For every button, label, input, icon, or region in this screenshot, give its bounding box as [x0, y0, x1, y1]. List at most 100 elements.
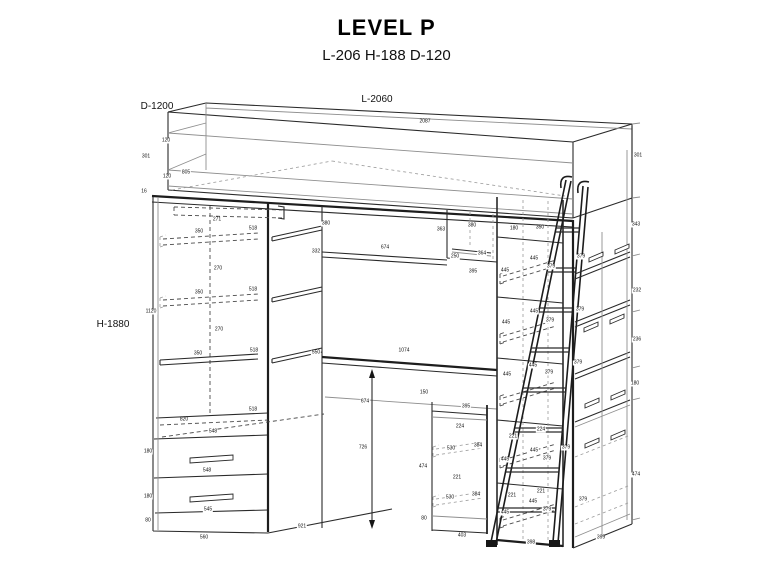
dimension-label: 224	[535, 426, 547, 433]
dimension-label: 379	[543, 369, 555, 376]
drawer-handle	[189, 493, 234, 503]
dimension-label: 2087	[418, 118, 432, 125]
dimension-label: 379	[544, 317, 556, 324]
dimension-label: 301	[140, 153, 152, 160]
dimension-ticks	[631, 122, 641, 521]
dimension-label: 550	[310, 349, 322, 356]
shelf-support	[609, 313, 625, 325]
shelf-support	[583, 321, 599, 333]
dimension-label: 301	[632, 152, 644, 159]
dimension-label: 236	[631, 336, 643, 343]
dimension-label: 224	[454, 423, 466, 430]
dimension-label: 180	[508, 225, 520, 232]
dimension-label: 379	[577, 496, 589, 503]
dimension-label: 120	[160, 137, 172, 144]
under-desk-cabinet	[431, 402, 488, 534]
dimension-label: 518	[247, 406, 259, 413]
dimension-label: 445	[499, 509, 511, 516]
dimension-label: 445	[528, 308, 540, 315]
page-subtitle: L-206 H-188 D-120	[322, 47, 451, 64]
dimension-label: 384	[470, 491, 482, 498]
dimension-label: 805	[180, 169, 192, 176]
dimension-label: 445	[527, 498, 539, 505]
dimension-label: 80	[144, 517, 152, 524]
dimension-label: 674	[379, 244, 391, 251]
page-title: LEVEL P	[337, 15, 436, 40]
dimension-label: 379	[541, 506, 553, 513]
shelf-support	[588, 251, 604, 263]
dimension-label: 343	[630, 221, 642, 228]
dimension-label: 380	[466, 222, 478, 229]
drawer-handle	[189, 454, 234, 464]
dimension-label: 380	[320, 220, 332, 227]
dimension-label: 150	[418, 389, 430, 396]
dimension-label: 399	[595, 534, 607, 541]
dimension-label: 726	[357, 444, 369, 451]
dimension-label: 271	[211, 216, 223, 223]
dimension-label: 332	[310, 248, 322, 255]
dimension-label: 445	[499, 267, 511, 274]
dimension-label: 221	[506, 492, 518, 499]
drawer-handle	[584, 437, 600, 449]
dimension-label: 530	[445, 445, 457, 452]
dimension-label: 545	[202, 506, 214, 513]
shelf-support	[614, 243, 630, 255]
dimension-label: 474	[630, 471, 642, 478]
primary-dimension-label: H-1880	[96, 319, 130, 330]
dimension-label: 379	[560, 444, 572, 451]
dimension-label: 674	[359, 398, 371, 405]
dimension-label: 80	[420, 515, 428, 522]
primary-dimension-label: L-2060	[361, 94, 393, 105]
dimension-label: 379	[545, 263, 557, 270]
dimension-label: 445	[528, 447, 540, 454]
ladder-foot	[549, 540, 560, 547]
dimension-label: 395	[460, 403, 472, 410]
dimension-label: 379	[574, 306, 586, 313]
lower-carcass-top	[151, 194, 574, 228]
drawer-handle	[584, 397, 600, 409]
dimension-label: 445	[527, 362, 539, 369]
dimension-label: 384	[472, 442, 484, 449]
dimension-label: 180	[142, 448, 154, 455]
drawer-handle	[610, 389, 626, 401]
dimension-label: 180	[629, 380, 641, 387]
primary-dimension-label: D-1200	[140, 101, 174, 112]
dimension-label: 221	[535, 488, 547, 495]
dimension-label: 232	[631, 287, 643, 294]
dimension-label: 250	[449, 253, 461, 260]
dimension-label: 445	[528, 255, 540, 262]
dimension-label: 180	[142, 493, 154, 500]
dimension-label: 548	[207, 428, 219, 435]
dimension-label: 350	[192, 350, 204, 357]
dimension-label: 270	[213, 326, 225, 333]
dimension-label: 518	[247, 225, 259, 232]
dimension-label: 445	[501, 371, 513, 378]
dimension-label: 403	[456, 532, 468, 539]
dimension-label: 445	[499, 456, 511, 463]
dimension-label: 350	[534, 224, 546, 231]
dimension-label: 518	[248, 347, 260, 354]
dimension-label: 221	[451, 474, 463, 481]
dimension-label: 921	[296, 523, 308, 530]
dimension-label: 379	[575, 253, 587, 260]
right-shelf-unit	[571, 122, 641, 549]
dimension-label: 270	[212, 265, 224, 272]
dimension-label: 445	[500, 319, 512, 326]
dimension-label: 364	[476, 250, 488, 257]
dimension-label: 548	[201, 467, 213, 474]
dimension-label: 1074	[397, 347, 411, 354]
dimension-label: 16	[140, 188, 148, 195]
desk-section	[321, 210, 498, 529]
dimension-label: 820	[178, 416, 190, 423]
drawer-handle	[610, 429, 626, 441]
dimension-label: 350	[193, 289, 205, 296]
dimension-label: 120	[161, 173, 173, 180]
height-dimension-arrow	[369, 369, 375, 529]
ladder-hook	[559, 175, 590, 194]
dimension-label: 379	[572, 359, 584, 366]
dimension-label: 363	[435, 226, 447, 233]
dimension-label: 518	[247, 286, 259, 293]
dimension-label: 560	[198, 534, 210, 541]
